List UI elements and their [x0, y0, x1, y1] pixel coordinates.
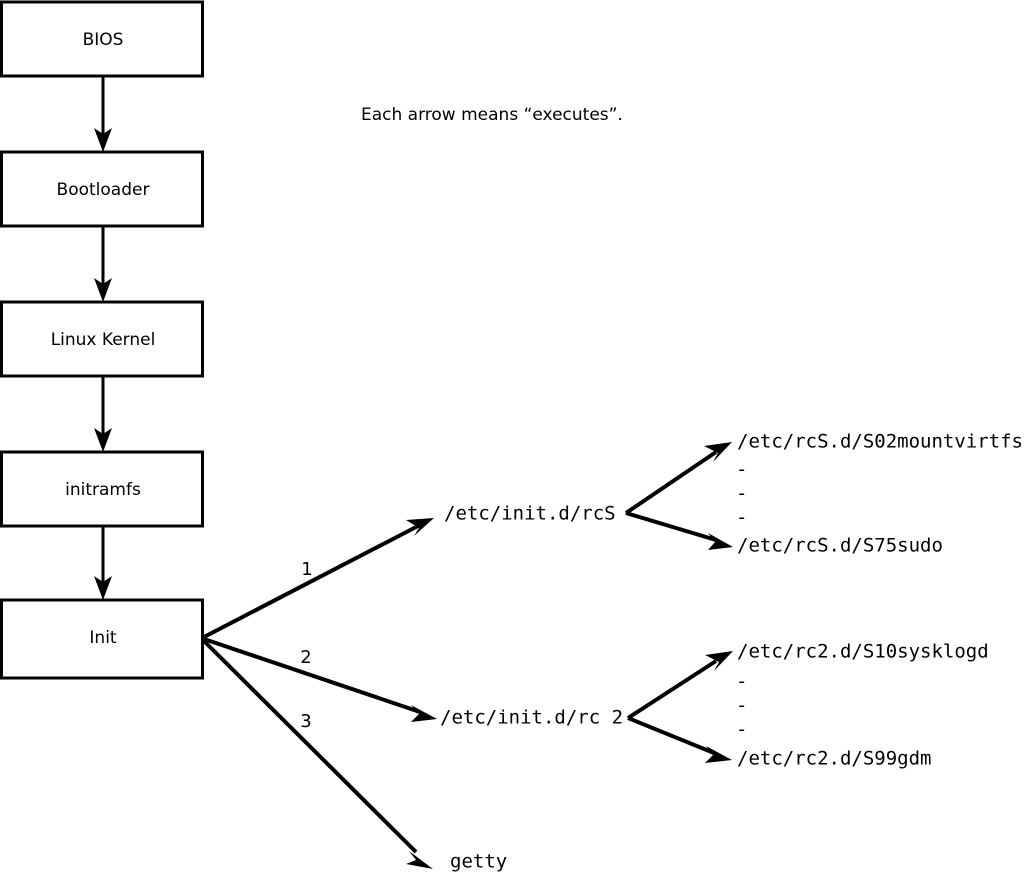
branch-1-group: 1 /etc/init.d/rcS: [203, 503, 616, 639]
rc2-ellipsis-dash-2: -: [736, 695, 747, 717]
rc2-ellipsis-dash-3: -: [736, 719, 747, 741]
arrow-head-icon: [411, 705, 437, 722]
arrow-head-icon: [704, 442, 732, 462]
branch-3-group: 3 getty: [202, 639, 507, 873]
branch-2-line: [203, 637, 421, 714]
branch-2-group: 2 /etc/init.d/rc 2: [203, 637, 623, 729]
rcs-ellipsis-dash-2: -: [736, 483, 747, 505]
arrow-head-icon: [94, 428, 112, 452]
rc2-first-line: [626, 659, 718, 720]
rcs-ellipsis-dash-1: -: [736, 459, 747, 481]
rcs-ellipsis-dash-3: -: [736, 507, 747, 529]
connector-bios-to-bootloader: [94, 76, 112, 152]
branch-3-target-label: getty: [450, 851, 507, 873]
arrow-head-icon: [705, 651, 733, 671]
rc2-last-script-label: /etc/rc2.d/S99gdm: [737, 748, 931, 770]
rcs-first-script-label: /etc/rcS.d/S02mountvirtfs: [737, 431, 1023, 453]
legend-note: Each arrow means “executes”.: [361, 105, 623, 125]
arrow-head-icon: [406, 851, 433, 869]
node-linux-kernel-rect[interactable]: [0, 300, 204, 378]
branch-3-line: [202, 639, 418, 854]
arrow-head-icon: [705, 746, 732, 763]
arrow-head-icon: [406, 518, 434, 536]
node-init-rect[interactable]: [0, 598, 204, 680]
arrow-head-icon: [94, 278, 112, 302]
node-linux-kernel-label: Linux Kernel: [51, 330, 156, 350]
branch-1-target-label: /etc/init.d/rcS: [444, 503, 616, 525]
rcs-last-line: [625, 511, 717, 542]
rcs-scripts-group: /etc/rcS.d/S02mountvirtfs - - - /etc/rcS…: [624, 431, 1023, 557]
node-bios-label: BIOS: [83, 30, 124, 50]
rc2-ellipsis-dash-1: -: [736, 671, 747, 693]
node-bios[interactable]: BIOS: [0, 0, 204, 78]
branch-2-number: 2: [300, 647, 311, 668]
node-init-label: Init: [89, 628, 117, 648]
node-bootloader-label: Bootloader: [57, 180, 150, 200]
rc2-last-line: [627, 716, 715, 755]
node-bios-rect[interactable]: [0, 0, 204, 78]
node-initramfs-label: initramfs: [65, 480, 141, 500]
branch-3-number: 3: [300, 711, 311, 732]
node-bootloader-rect[interactable]: [0, 150, 204, 228]
rc2-first-script-label: /etc/rc2.d/S10sysklogd: [737, 641, 989, 663]
branch-1-number: 1: [301, 559, 312, 580]
connector-bootloader-to-kernel: [94, 226, 112, 302]
rc2-scripts-group: /etc/rc2.d/S10sysklogd - - - /etc/rc2.d/…: [626, 641, 989, 770]
node-bootloader[interactable]: Bootloader: [0, 150, 204, 228]
node-linux-kernel[interactable]: Linux Kernel: [0, 300, 204, 378]
rcs-last-script-label: /etc/rcS.d/S75sudo: [737, 535, 943, 557]
arrow-head-icon: [708, 533, 733, 550]
arrow-head-icon: [94, 128, 112, 152]
connector-kernel-to-initramfs: [94, 376, 112, 452]
arrow-head-icon: [94, 576, 112, 600]
branch-1-line: [203, 524, 419, 639]
branch-2-target-label: /etc/init.d/rc 2: [440, 707, 623, 729]
boot-chain-group: BIOS Bootloader Linux Kernel: [0, 0, 204, 680]
connector-initramfs-to-init: [94, 526, 112, 600]
node-initramfs[interactable]: initramfs: [0, 450, 204, 528]
rcs-first-line: [624, 450, 718, 515]
node-init[interactable]: Init: [0, 598, 204, 680]
